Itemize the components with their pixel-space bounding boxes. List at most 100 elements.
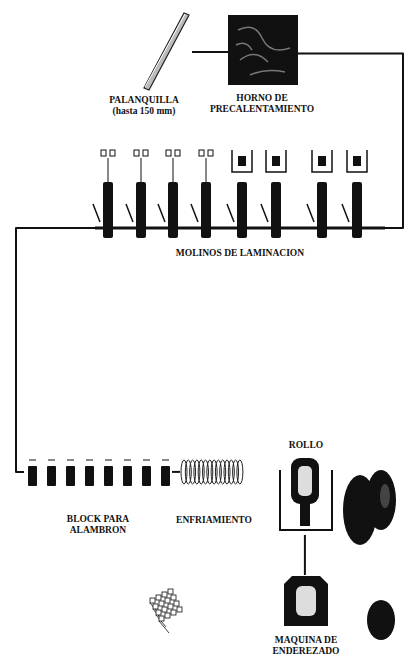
- mill-stand: [271, 182, 281, 238]
- bar-end: [159, 616, 164, 621]
- station-label: MAQUINA DE ENDEREZADO: [258, 635, 354, 657]
- mill-top: [110, 150, 115, 156]
- bar-end: [177, 607, 182, 612]
- bar-end: [153, 604, 158, 609]
- straightener-body: [284, 576, 328, 626]
- process-station: PALANQUILLA(hasta 150 mm): [140, 12, 192, 92]
- block-stand: [85, 466, 94, 486]
- straightened-coil: [367, 600, 395, 640]
- bar-end: [156, 610, 161, 615]
- process-station: ENFRIAMIENTO: [180, 455, 244, 489]
- coil-stack: [366, 470, 396, 530]
- mill-roll: [238, 156, 246, 166]
- bar-end: [159, 601, 164, 606]
- block-top: [143, 460, 150, 461]
- mill-top: [101, 150, 106, 156]
- block-stand: [123, 466, 132, 486]
- bar-side: [159, 621, 169, 633]
- bar-side: [150, 603, 160, 615]
- bar-end: [156, 595, 161, 600]
- bar-end: [162, 592, 167, 597]
- station-label: ROLLO: [276, 440, 336, 451]
- station-name: MAQUINA DE ENDEREZADO: [258, 635, 354, 657]
- mill-stand: [103, 182, 113, 238]
- mill-top: [166, 150, 171, 156]
- mill-post: [206, 158, 207, 182]
- mill-stand: [168, 182, 178, 238]
- mill-stand: [237, 182, 247, 238]
- block-top: [29, 460, 36, 461]
- station-label: BLOCK PARA ALAMBRON: [60, 514, 136, 536]
- bar-end: [168, 589, 173, 594]
- block-top: [48, 460, 55, 461]
- cooling-coil: [181, 460, 243, 484]
- mill-housing: [312, 150, 332, 172]
- mill-leg: [307, 204, 314, 222]
- mill-roll: [318, 156, 326, 166]
- process-station: ROLLO: [278, 455, 334, 535]
- station-label: PALANQUILLA(hasta 150 mm): [89, 95, 199, 117]
- mill-post: [173, 158, 174, 182]
- block-stand: [104, 466, 113, 486]
- station-note: (hasta 150 mm): [89, 106, 199, 117]
- mill-top: [175, 150, 180, 156]
- coil-stand: [300, 504, 310, 526]
- flow-line: [192, 51, 228, 53]
- station-name: BLOCK PARA ALAMBRON: [60, 514, 136, 536]
- station-label: MOLINOS DE LAMINACION: [140, 248, 340, 259]
- mill-leg: [126, 204, 133, 222]
- process-station: MAQUINA DE ENDEREZADO: [280, 575, 332, 627]
- station-label: ENFRIAMIENTO: [169, 515, 259, 526]
- bar-side: [156, 615, 166, 627]
- station-name: ENFRIAMIENTO: [169, 515, 259, 526]
- station-name: ROLLO: [276, 440, 336, 451]
- wire-block-stands: [28, 460, 170, 486]
- mill-top: [143, 150, 148, 156]
- mill-top: [208, 150, 213, 156]
- mill-stands: [93, 150, 367, 238]
- flow-line: [16, 228, 95, 472]
- mill-leg: [191, 204, 198, 222]
- coil-stack-hole: [380, 484, 390, 508]
- mill-housing: [266, 150, 286, 172]
- mill-housing: [347, 150, 367, 172]
- block-stand: [47, 466, 56, 486]
- block-stand: [142, 466, 151, 486]
- billet-bar: [144, 13, 189, 90]
- station-label: HORNO DE PRECALENTAMIENTO: [203, 93, 321, 115]
- block-stand: [28, 466, 37, 486]
- billet-highlight: [145, 14, 185, 87]
- flow-line: [304, 535, 306, 575]
- mill-stand: [136, 182, 146, 238]
- flow-line: [172, 471, 180, 473]
- block-stand: [161, 466, 170, 486]
- block-top: [105, 460, 112, 461]
- mill-stand: [352, 182, 362, 238]
- mill-post: [141, 158, 142, 182]
- mill-leg: [342, 204, 349, 222]
- mill-leg: [158, 204, 165, 222]
- mill-roll: [353, 156, 361, 166]
- coil: [291, 458, 319, 504]
- bar-end: [165, 598, 170, 603]
- station-name: MOLINOS DE LAMINACION: [140, 248, 340, 259]
- flow-line: [298, 54, 403, 229]
- straightener-window: [296, 586, 316, 616]
- furnace-detail: [236, 27, 290, 75]
- station-name: PALANQUILLA: [89, 95, 199, 106]
- bar-end: [171, 595, 176, 600]
- block-top: [86, 460, 93, 461]
- process-station: HORNO DE PRECALENTAMIENTO: [228, 15, 298, 85]
- mill-top: [134, 150, 139, 156]
- mill-leg: [93, 204, 100, 222]
- bar-end: [165, 613, 170, 618]
- bar-end: [174, 601, 179, 606]
- station-name: HORNO DE PRECALENTAMIENTO: [203, 93, 321, 115]
- bar-end: [162, 607, 167, 612]
- block-top: [124, 460, 131, 461]
- mill-stand: [317, 182, 327, 238]
- process-station: MOLINOS DE LAMINACION: [95, 148, 385, 240]
